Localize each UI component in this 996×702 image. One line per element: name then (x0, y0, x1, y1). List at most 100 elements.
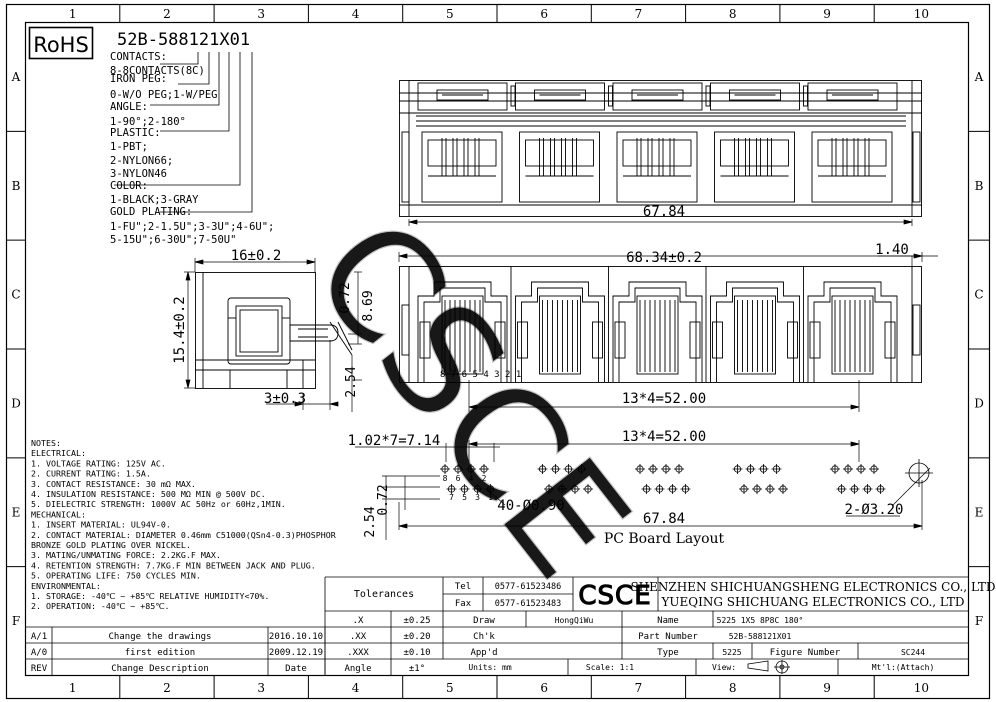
dim-side-base-label: 3±0.3 (264, 391, 306, 407)
note-line: 2. OPERATION: -40℃ ~ +85℃. (31, 601, 170, 611)
dim-pcb (355, 440, 931, 540)
title-block-company-1: SHENZHEN SHICHUANGSHENG ELECTRONICS CO.,… (630, 580, 995, 594)
row-label-right: C (974, 288, 983, 302)
code-legend: CONTACTS:8-8CONTACTS(8C)IRON PEG:0-W/O P… (110, 51, 274, 246)
dim-front-pitch-label: 13*4=52.00 (622, 391, 706, 407)
code-legend-line: PLASTIC: (110, 127, 161, 139)
dim-side-254-label: 2.54 (344, 366, 359, 397)
code-legend-leaders (114, 52, 253, 213)
pcb-pin-number-bottom: 7 (449, 493, 454, 502)
column-label-bottom: 2 (163, 681, 171, 695)
revision-date: 2009.12.19 (269, 648, 323, 658)
title-block-chk-label: Ch'k (473, 632, 495, 642)
code-legend-line: 1-90°;2-180° (110, 116, 186, 128)
rohs-label: RoHS (33, 33, 89, 57)
dim-front-width-label: 68.34±0.2 (626, 250, 702, 266)
note-line: 4. RETENTION STRENGTH: 7.7KG.F MIN BETWE… (31, 560, 316, 570)
revision-header-rev: REV (31, 664, 48, 674)
code-legend-line: 5-15U";6-30U";7-50U" (110, 234, 236, 246)
title-block-partno-val: 52B-588121X01 (729, 632, 792, 641)
column-label-top: 6 (540, 7, 548, 21)
code-legend-line: 2-NYLON66; (110, 155, 173, 167)
title-block-units: Units: mm (468, 663, 512, 672)
code-legend-line: ANGLE: (110, 101, 148, 113)
title-block-draw-label: Draw (473, 616, 495, 626)
revision-id: A/1 (31, 632, 47, 642)
row-label-left: E (12, 505, 21, 519)
column-label-top: 4 (352, 7, 360, 21)
note-line: 2. CONTACT MATERIAL: DIAMETER 0.46mm C51… (31, 530, 336, 540)
code-legend-line: 3-NYLON46 (110, 168, 167, 180)
column-label-top: 2 (163, 7, 171, 21)
column-label-bottom: 10 (914, 681, 929, 695)
dim-pcb-pitch-top-label: 1.02*7=7.14 (348, 433, 441, 449)
revision-description: Change the drawings (109, 632, 212, 642)
pcb-pin-number-top: 8 (443, 474, 448, 483)
dim-pcb-width-label: 67.84 (643, 511, 685, 527)
row-label-right: A (974, 70, 984, 84)
row-label-left: D (11, 396, 21, 410)
title-block-name-label: Name (657, 616, 679, 626)
dim-side-072-label: 0.72 (338, 282, 353, 313)
title-block-mtl: Mt'l:(Attach) (872, 663, 935, 672)
dim-pcb-mount-label: 2-Ø3.20 (844, 502, 903, 518)
pcb-pin-number-bottom: 3 (475, 493, 480, 502)
title-block-fax-label: Fax (455, 599, 472, 609)
code-legend-line: GOLD PLATING: (110, 206, 192, 218)
title-block-tol-x-val: ±0.25 (403, 616, 430, 626)
projection-symbol (747, 660, 790, 674)
column-label-top: 7 (635, 7, 643, 21)
title-block-tel: 0577-61523486 (495, 582, 562, 592)
pcb-layout-title: PC Board Layout (604, 531, 725, 547)
title-block-draw-val: HongQiWu (555, 616, 594, 625)
row-label-left: B (12, 179, 21, 193)
title-block-view: View: (712, 663, 736, 672)
rohs-box (28, 26, 94, 60)
title-block-tol-x: .X (353, 616, 364, 626)
side-view (195, 272, 353, 389)
title-block-figno-label: Figure Number (770, 648, 841, 658)
code-legend-line: COLOR: (110, 180, 148, 192)
note-line: BRONZE GOLD PLATING OVER NICKEL. (31, 540, 191, 550)
title-block-scale: Scale: 1:1 (586, 663, 634, 672)
code-legend-line: 8-8CONTACTS(8C) (110, 65, 205, 77)
column-label-bottom: 5 (446, 681, 454, 695)
row-label-left: C (11, 288, 20, 302)
front-view (399, 266, 922, 383)
column-label-top: 10 (914, 7, 929, 21)
row-label-left: F (12, 614, 20, 628)
title-block-company-2: YUEQING SHICHUANG ELECTRONICS CO., LTD (660, 595, 964, 609)
title-block-partno-label: Part Number (638, 632, 698, 642)
revision-header-desc: Change Description (111, 664, 209, 674)
dim-side-869-label: 8.69 (361, 290, 376, 321)
top-view (399, 80, 922, 217)
pcb-pin-number-bottom: 5 (462, 493, 467, 502)
row-label-right: B (975, 179, 984, 193)
note-line: ELECTRICAL: (31, 448, 86, 458)
front-pin-numbers: 8 7 6 5 4 3 2 1 (440, 370, 521, 380)
grid-ticks (6, 4, 990, 699)
column-label-top: 3 (257, 7, 265, 21)
row-label-right: D (974, 396, 984, 410)
note-line: 5. DIELECTRIC STRENGTH: 1000V AC 50Hz or… (31, 499, 286, 509)
row-label-right: E (975, 505, 984, 519)
title-block-type-label: Type (657, 648, 679, 658)
revision-description: first edition (125, 648, 195, 658)
note-line: 1. VOLTAGE RATING: 125V AC. (31, 458, 166, 468)
dim-side-width-label: 16±0.2 (231, 248, 282, 264)
revision-id: A/0 (31, 648, 47, 658)
title-block (26, 576, 968, 675)
dim-front-pitch (468, 380, 860, 412)
note-line: 3. MATING/UNMATING FORCE: 2.2KG.F MAX. (31, 550, 221, 560)
column-label-top: 1 (69, 7, 77, 21)
code-legend-line: 0-W/O PEG;1-W/PEG (110, 89, 217, 101)
part-code: 52B-588121X01 (117, 30, 250, 50)
title-block-fax: 0577-61523483 (495, 599, 562, 609)
column-label-bottom: 8 (729, 681, 737, 695)
dim-side (184, 258, 362, 412)
title-block-tol-xxx-val: ±0.10 (403, 648, 430, 658)
dim-top-width-label: 67.84 (643, 204, 685, 220)
dim-front-offset-label: 1.40 (875, 242, 909, 258)
row-label-right: F (975, 614, 983, 628)
